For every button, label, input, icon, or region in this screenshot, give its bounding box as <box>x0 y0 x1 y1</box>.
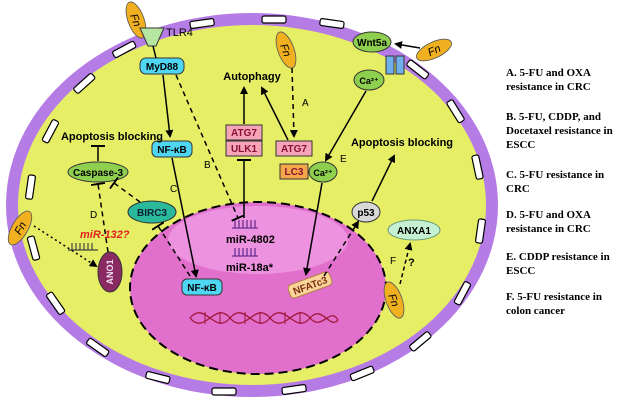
lc3-label: LC3 <box>285 167 304 178</box>
fn-bacterium-top: Fn <box>275 31 297 69</box>
lc3-node <box>279 163 309 180</box>
wnt5a-node <box>352 31 392 53</box>
pathway-connectors <box>33 45 413 285</box>
caspase3-label: Caspase-3 <box>73 168 123 179</box>
ano1-node <box>97 251 123 293</box>
nucleus-highlight <box>168 206 348 274</box>
autophagy-label: Autophagy <box>223 71 281 83</box>
nfkb-nucleus-label: NF-κB <box>187 283 216 294</box>
legend-item-c: C. 5-FU resistance in CRC <box>506 169 605 195</box>
mir18a-strand <box>232 248 258 257</box>
legend-item-b: B. 5-FU, CDDP, and Docetaxel resistance … <box>506 111 613 151</box>
svg-text:Fn: Fn <box>12 220 29 237</box>
p53-label: p53 <box>357 208 375 219</box>
nfkb-cytoplasm-label: NF-κB <box>157 145 186 156</box>
ulk1-node <box>225 140 263 157</box>
route-letter-f: F <box>390 256 396 267</box>
svg-text:Fn: Fn <box>277 42 293 58</box>
myd88-label: MyD88 <box>146 62 179 73</box>
legend-item-e: E. CDDP resistance in ESCC <box>506 251 610 277</box>
ca-node-middle <box>308 161 338 183</box>
route-letter-a: A <box>302 98 309 109</box>
route-letter-b: B <box>204 160 211 171</box>
atg7-node-left <box>225 124 263 141</box>
nfatc3-node <box>287 271 333 299</box>
nfkb-node-cytoplasm <box>151 140 193 158</box>
wnt5a-label: Wnt5a <box>357 38 387 49</box>
route-letter-c: C <box>170 184 177 195</box>
fn-bacterium-bottom-right: Fn <box>383 281 405 319</box>
fn-to-wnt5a-arrow <box>394 41 421 49</box>
myd88-node <box>139 57 185 75</box>
route-letter-e: E <box>340 154 347 165</box>
mir132-strand <box>68 243 98 251</box>
legend-item-f: F. 5-FU resistance in colon cancer <box>506 291 602 317</box>
mir132-label: miR-132? <box>80 229 130 241</box>
tlr4-label: TLR4 <box>166 27 193 39</box>
route-letter-d: D <box>90 210 97 221</box>
atg7-left-label: ATG7 <box>231 128 257 139</box>
anxa1-label: ANXA1 <box>397 226 431 237</box>
svg-text:Fn: Fn <box>426 43 443 59</box>
fn-bacterium-left: Fn <box>7 210 33 246</box>
p53-node <box>351 201 381 223</box>
apoptosis-blocking-right: Apoptosis blocking <box>351 137 453 149</box>
membrane-dashes <box>25 15 486 396</box>
anxa1-question-mark: ? <box>408 257 415 269</box>
birc3-label: BIRC3 <box>137 208 167 219</box>
atg7-right-label: ATG7 <box>281 144 307 155</box>
ca-top-label: Ca²⁺ <box>359 76 379 86</box>
fn-bacterium-top-right: Fn <box>416 38 452 62</box>
anxa1-node <box>387 219 441 241</box>
legend-item-d: D. 5-FU and OXA resistance in CRC <box>506 209 591 235</box>
tlr4-receptor <box>139 27 165 47</box>
wnt5a-receptor-2 <box>395 55 405 75</box>
mir4802-strand <box>232 220 258 229</box>
ulk1-label: ULK1 <box>231 144 258 155</box>
nfkb-node-nucleus <box>181 278 223 296</box>
svg-text:Fn: Fn <box>385 292 401 308</box>
wnt5a-receptor <box>385 55 395 75</box>
ca-middle-label: Ca²⁺ <box>313 168 333 178</box>
atg7-node-right <box>275 140 313 157</box>
svg-text:Fn: Fn <box>127 12 143 28</box>
dna-helix <box>189 312 339 324</box>
legend-item-a: A. 5-FU and OXA resistance in CRC <box>506 67 591 93</box>
mir18a-label: miR-18a* <box>226 262 274 274</box>
apoptosis-blocking-left: Apoptosis blocking <box>61 131 163 143</box>
ca-node-top <box>353 69 385 91</box>
mir4802-label: miR-4802 <box>226 234 275 246</box>
ano1-label: ANO1 <box>105 259 115 284</box>
